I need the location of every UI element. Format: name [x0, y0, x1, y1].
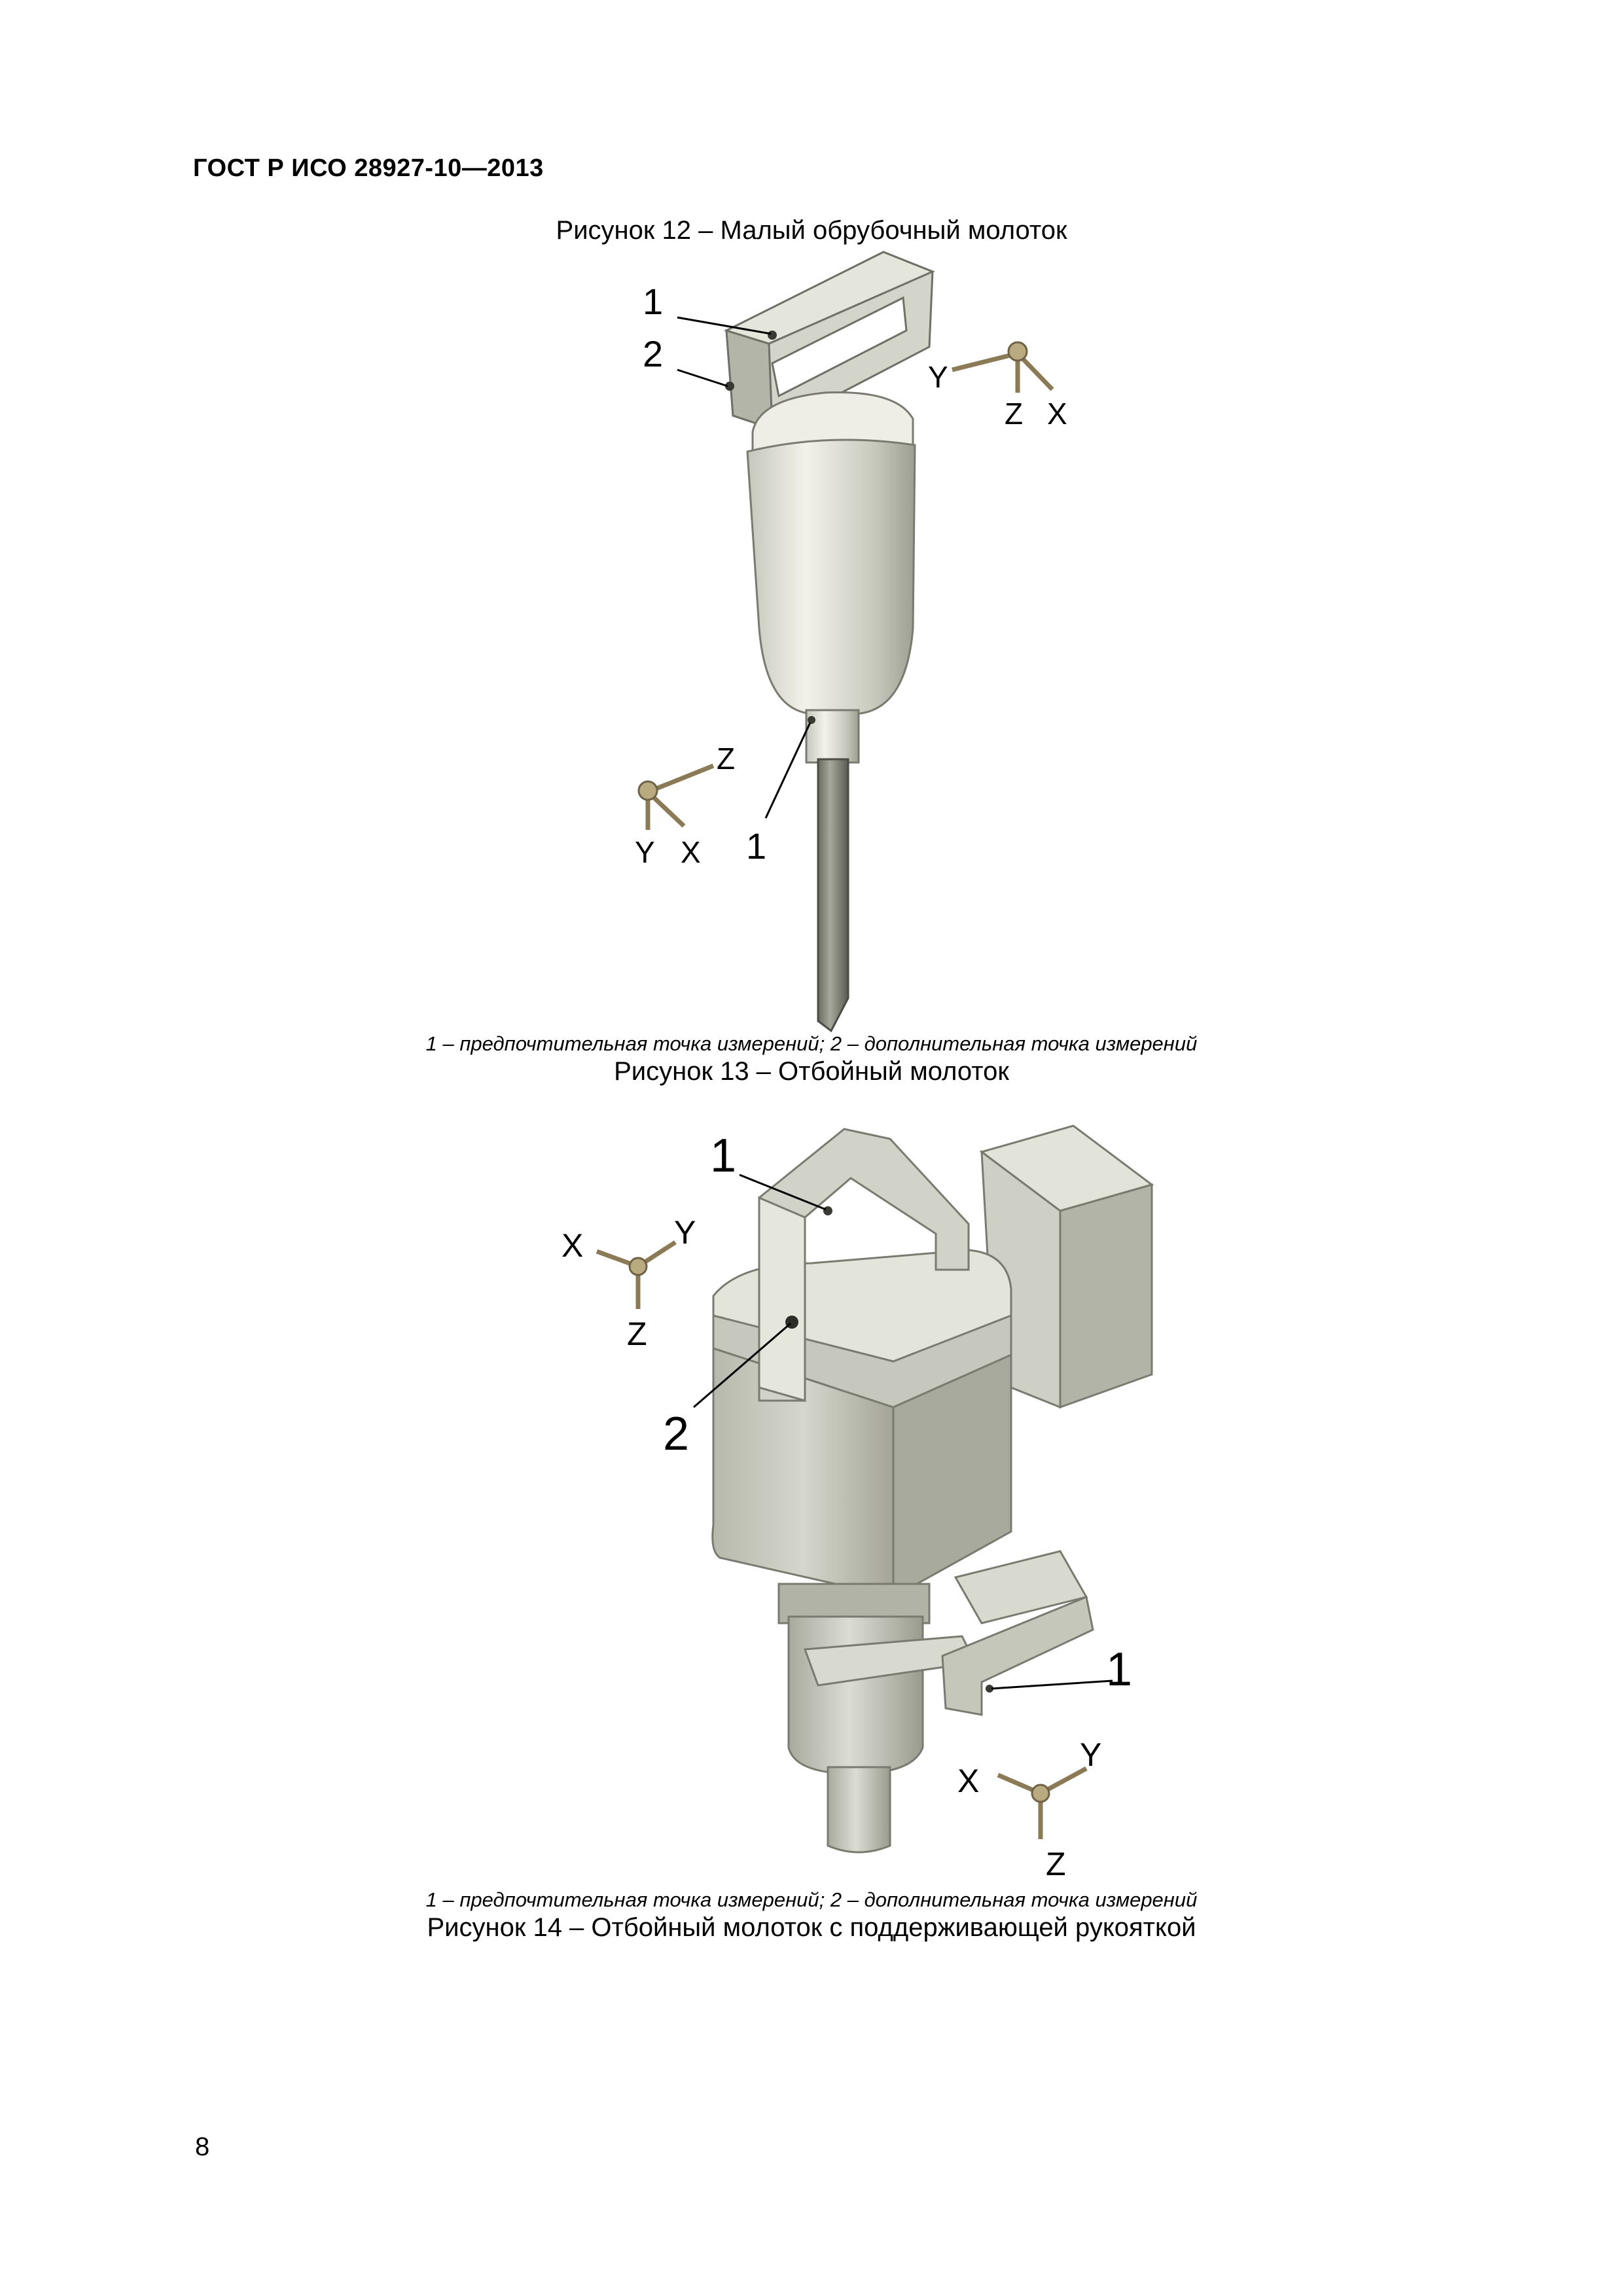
figure-12-callout-1: 1	[643, 281, 663, 322]
page-number: 8	[195, 2132, 210, 2161]
figure-14-axis-z-bottom: Z	[1046, 1846, 1066, 1882]
figure-12-axis-x-bottom: X	[681, 835, 701, 869]
figure-12-callout-1b: 1	[746, 825, 766, 867]
figure-13-legend: 1 – предпочтительная точка измерений; 2 …	[425, 1032, 1198, 1055]
figure-12-axis-y-top: Y	[928, 360, 948, 394]
figure-12-handle	[723, 251, 935, 431]
figure-14-callout-1b: 1	[1106, 1643, 1132, 1696]
figure-13-title: Рисунок 13 – Отбойный молоток	[614, 1057, 1009, 1086]
figure-14-legend: 1 – предпочтительная точка измерений; 2 …	[425, 1888, 1198, 1911]
figure-14-axis-x-bottom: X	[957, 1763, 979, 1799]
figure-14-top-handle	[758, 1128, 970, 1402]
figure-14-axis-y-top: Y	[674, 1214, 696, 1251]
document-header: ГОСТ Р ИСО 28927-10—2013	[193, 154, 544, 182]
figure-14-title: Рисунок 14 – Отбойный молоток с поддержи…	[427, 1913, 1196, 1942]
figure-12-axis-y-bottom: Y	[635, 835, 655, 869]
figure-12-axis-z-top: Z	[1005, 397, 1023, 431]
figure-12-axis-x-top: X	[1047, 397, 1067, 431]
figure-14-drawing: 1 2 1 X Y Z X Y Z	[562, 1124, 1154, 1882]
figure-12-callout-2: 2	[643, 333, 663, 374]
figure-14-axis-x-top: X	[562, 1227, 583, 1264]
figure-12-axis-z-bottom: Z	[717, 742, 735, 776]
figure-14-main-housing	[711, 1249, 1012, 1599]
figure-12-title: Рисунок 12 – Малый обрубочный молоток	[556, 216, 1067, 245]
figure-14-callout-2: 2	[663, 1408, 689, 1460]
figure-14-axis-z-top: Z	[627, 1316, 647, 1352]
figure-14-support-handle	[803, 1550, 1094, 1716]
figure-14-callout-1: 1	[710, 1130, 736, 1182]
figure-12-drawing: 1 2 1 Y Z X Z Y X	[635, 251, 1067, 1033]
figure-14-axis-y-bottom: Y	[1080, 1736, 1101, 1773]
